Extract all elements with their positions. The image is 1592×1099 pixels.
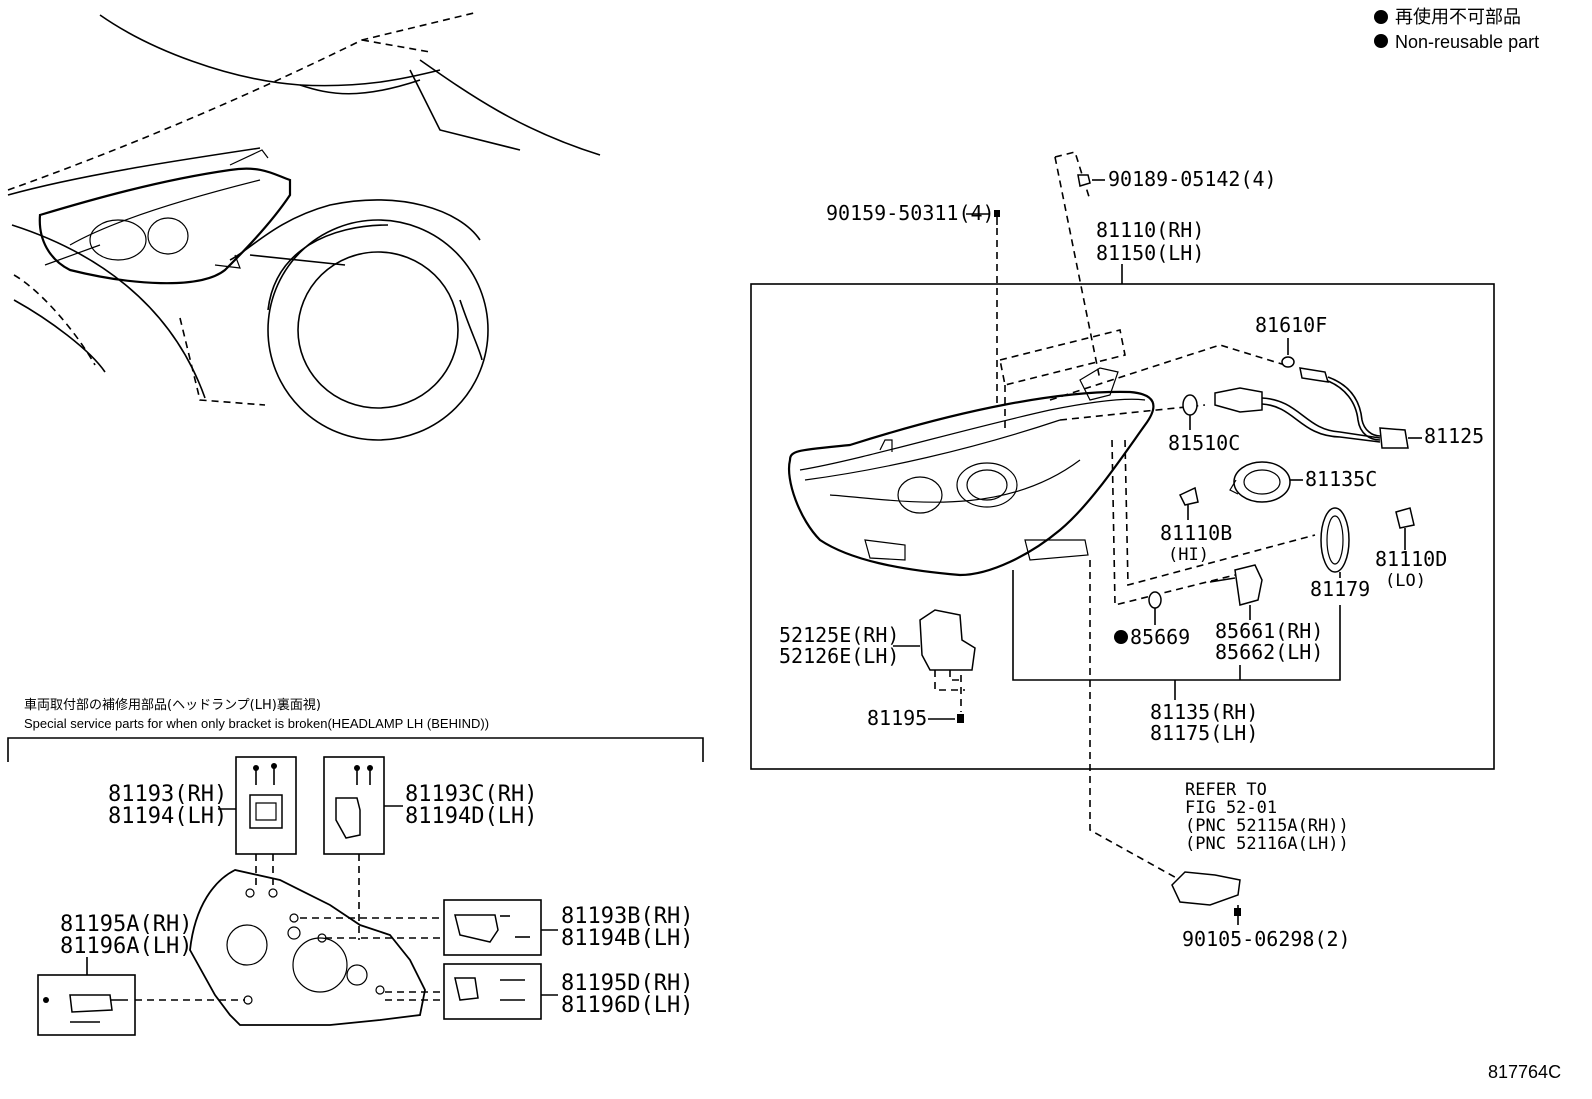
callout-label: 81193B(RH) <box>561 904 693 929</box>
non-reusable-dot-icon <box>1114 630 1128 644</box>
callout-label: 85661(RH) <box>1215 619 1323 643</box>
figure-number: 817764C <box>1488 1062 1561 1082</box>
callout-85669: 85669 <box>1114 591 1190 649</box>
callout-90159: 90159-50311(4) <box>826 201 1000 440</box>
callout-81110-81150: 81110(RH) 81150(LH) <box>1096 218 1204 284</box>
callout-label: 81135C <box>1305 467 1377 491</box>
callout-label: 81610F <box>1255 313 1327 337</box>
callout-label: 52125E(RH) <box>779 623 899 647</box>
non-reusable-dot-icon <box>1374 34 1388 48</box>
callout-label: 81195A(RH) <box>60 912 192 937</box>
legend-jp: 再使用不可部品 <box>1395 7 1521 27</box>
callout-label: 81110B <box>1160 521 1232 545</box>
callout-sub: (LO) <box>1385 571 1426 591</box>
callout-81110b: 81110B (HI) <box>1160 486 1232 565</box>
callout-label: 52126E(LH) <box>779 644 899 668</box>
callout-label: 85669 <box>1130 625 1190 649</box>
callout-label: 81135(RH) <box>1150 700 1258 724</box>
callout-sub: (HI) <box>1168 545 1209 565</box>
socket-wire <box>1214 367 1422 449</box>
callout-81135c: 81135C <box>1229 461 1377 503</box>
callout-label: 81150(LH) <box>1096 241 1204 265</box>
callout-label: 81194D(LH) <box>405 804 537 829</box>
refer-line: FIG 52-01 <box>1185 798 1277 818</box>
callout-label: 81110D <box>1375 547 1447 571</box>
vehicle-front-illustration <box>7 11 601 441</box>
headlamp-unit <box>787 329 1155 577</box>
legend: 再使用不可部品 Non-reusable part <box>1374 7 1539 52</box>
callout-81179: 81179 <box>1310 507 1370 601</box>
service-parts-section: 車両取付部の補修用部品(ヘッドランプ(LH)裏面視) Special servi… <box>7 698 704 1036</box>
callout-85661-85662: 85661(RH) 85662(LH) <box>1209 564 1323 664</box>
refer-line: REFER TO <box>1185 780 1267 800</box>
callout-label: 81196D(LH) <box>561 993 693 1018</box>
callout-81195: 81195 <box>867 675 964 730</box>
callout-label: 81194(LH) <box>108 804 227 829</box>
legend-en: Non-reusable part <box>1395 32 1539 52</box>
callout-81110d: 81110D (LO) <box>1375 507 1447 591</box>
callout-label: 81125 <box>1424 424 1484 448</box>
callout-label: 81196A(LH) <box>60 934 192 959</box>
callout-label: 81193(RH) <box>108 782 227 807</box>
callout-label: 85662(LH) <box>1215 640 1323 664</box>
callout-81135-81175: 81135(RH) 81175(LH) <box>1012 570 1341 745</box>
callout-label: 81510C <box>1168 431 1240 455</box>
callout-label: 90159-50311(4) <box>826 201 995 225</box>
service-header-en: Special service parts for when only brac… <box>24 716 489 731</box>
callout-label: 81195 <box>867 706 927 730</box>
callout-81125: 81125 <box>1424 424 1484 448</box>
service-header-jp: 車両取付部の補修用部品(ヘッドランプ(LH)裏面視) <box>24 698 321 713</box>
callout-label: 81193C(RH) <box>405 782 537 807</box>
callout-label: 81110(RH) <box>1096 218 1204 242</box>
callout-label: 90189-05142(4) <box>1108 167 1277 191</box>
callout-label: 81194B(LH) <box>561 926 693 951</box>
callout-label: 81179 <box>1310 577 1370 601</box>
non-reusable-dot-icon <box>1374 10 1388 24</box>
callout-81510c: 81510C <box>1168 394 1240 455</box>
callout-90189: 90189-05142(4) <box>1054 151 1277 381</box>
refer-note: REFER TO FIG 52-01 (PNC 52115A(RH)) (PNC… <box>1171 780 1351 951</box>
callout-label: 90105-06298(2) <box>1182 927 1351 951</box>
callout-label: 81195D(RH) <box>561 971 693 996</box>
callout-81610f: 81610F <box>1255 313 1327 368</box>
callout-label: 81175(LH) <box>1150 721 1258 745</box>
callout-52125e-52126e: 52125E(RH) 52126E(LH) <box>779 609 976 691</box>
refer-line: (PNC 52116A(LH)) <box>1185 834 1349 854</box>
refer-line: (PNC 52115A(RH)) <box>1185 816 1349 836</box>
